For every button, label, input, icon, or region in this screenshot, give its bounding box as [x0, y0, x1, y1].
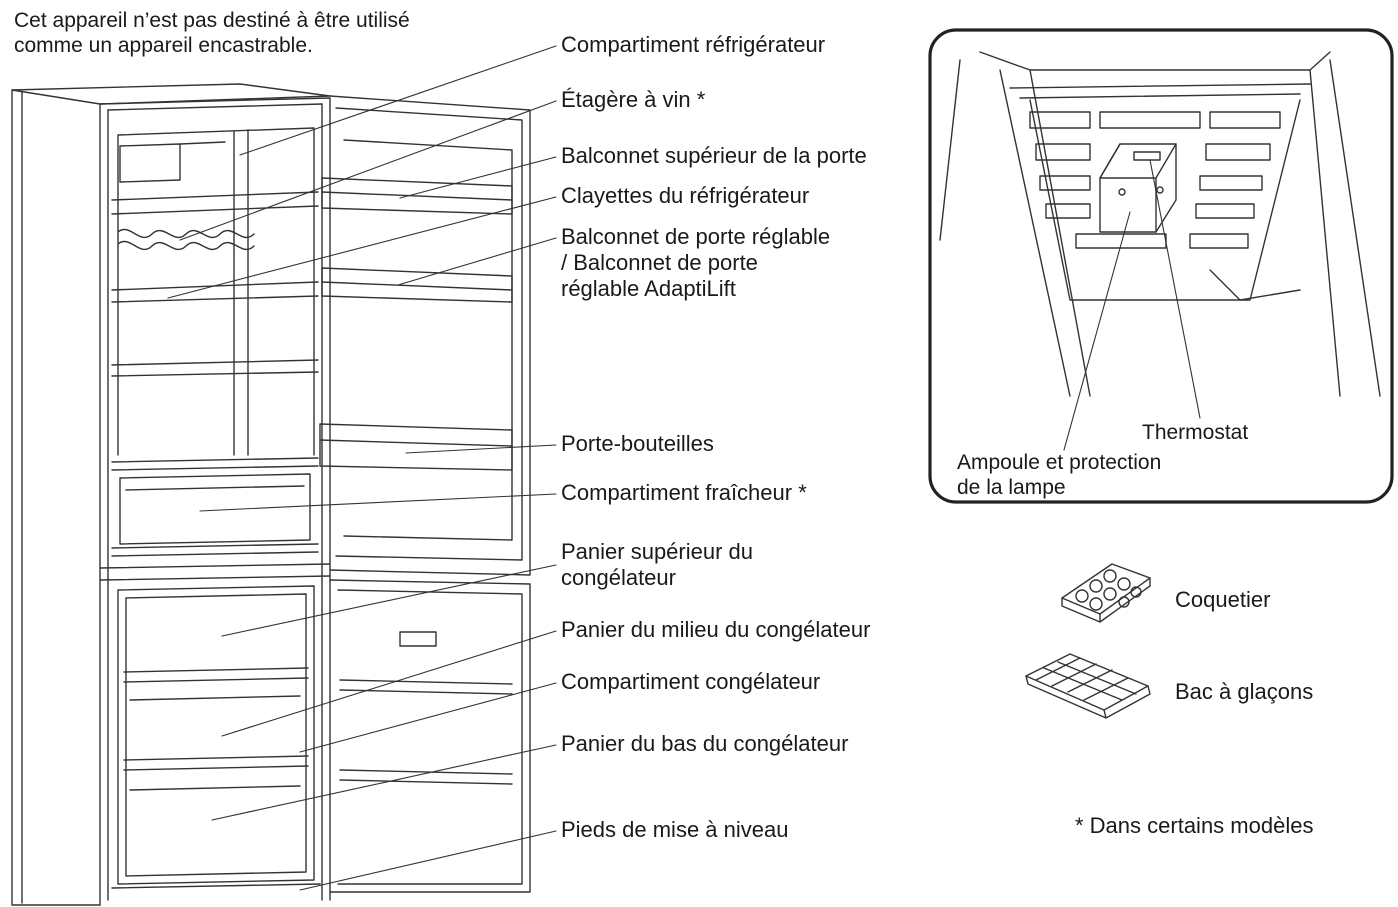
label-freezer-middle-basket: Panier du milieu du congélateur	[561, 617, 871, 642]
label-wine-shelf: Étagère à vin *	[561, 87, 706, 112]
leader-lamp	[1063, 211, 1131, 451]
label-adjustable-balcony: Balconnet de porte réglable / Balconnet …	[561, 224, 830, 302]
egg-tray-drawing	[1061, 563, 1151, 623]
label-freezer-bottom-basket: Panier du bas du congélateur	[561, 731, 849, 756]
label-adjustable-balcony-line-3: réglable AdaptiLift	[561, 276, 736, 301]
label-fridge-shelves: Clayettes du réfrigérateur	[561, 183, 810, 208]
label-crisper: Compartiment fraîcheur *	[561, 480, 807, 505]
label-freezer-top-basket: Panier supérieur du congélateur	[561, 539, 753, 591]
cabinet	[11, 83, 331, 906]
leader-fridge-compartment	[239, 45, 557, 156]
leader-thermostat	[1149, 159, 1201, 419]
door	[319, 95, 531, 893]
label-thermostat: Thermostat	[1142, 421, 1249, 444]
label-freezer-compartment: Compartiment congélateur	[561, 669, 821, 694]
label-ice-tray: Bac à glaçons	[1175, 679, 1314, 704]
label-fridge-compartment: Compartiment réfrigérateur	[561, 32, 826, 57]
label-adjustable-balcony-line-2: / Balconnet de porte	[561, 250, 758, 275]
label-upper-door-balcony: Balconnet supérieur de la porte	[561, 143, 867, 168]
inset-thermostat-view	[928, 28, 1394, 504]
intro-note: Cet appareil n’est pas destiné à être ut…	[14, 8, 410, 58]
leader-upper-door-balcony	[399, 156, 557, 199]
label-freezer-top-basket-line-1: Panier supérieur du	[561, 539, 754, 564]
label-lamp: Ampoule et protection de la lampe	[957, 450, 1161, 500]
leader-fridge-shelves	[167, 196, 557, 299]
leader-lines	[167, 45, 1201, 891]
label-bottle-holder: Porte-bouteilles	[561, 431, 714, 456]
label-lamp-line-1: Ampoule et protection	[957, 451, 1162, 474]
leader-adjustable-balcony	[397, 237, 557, 286]
intro-line-1: Cet appareil n’est pas destiné à être ut…	[14, 9, 410, 32]
label-egg-tray: Coquetier	[1175, 587, 1271, 612]
label-freezer-top-basket-line-2: congélateur	[561, 565, 676, 590]
leader-bottle-holder	[405, 444, 557, 454]
label-leveling-feet: Pieds de mise à niveau	[561, 817, 789, 842]
leader-freezer-top-basket	[221, 564, 557, 637]
leader-leveling-feet	[299, 830, 557, 891]
leader-wine-shelf	[179, 100, 557, 241]
leader-freezer-middle-basket	[221, 630, 557, 737]
leader-freezer-bottom-basket	[211, 744, 557, 821]
label-adjustable-balcony-line-1: Balconnet de porte réglable	[561, 224, 831, 249]
leader-crisper	[199, 493, 557, 512]
footnote: * Dans certains modèles	[1075, 813, 1314, 838]
intro-line-2: comme un appareil encastrable.	[14, 34, 313, 57]
leader-freezer-compartment	[299, 682, 557, 753]
ice-tray-drawing	[1025, 653, 1151, 719]
label-lamp-line-2: de la lampe	[957, 476, 1066, 499]
